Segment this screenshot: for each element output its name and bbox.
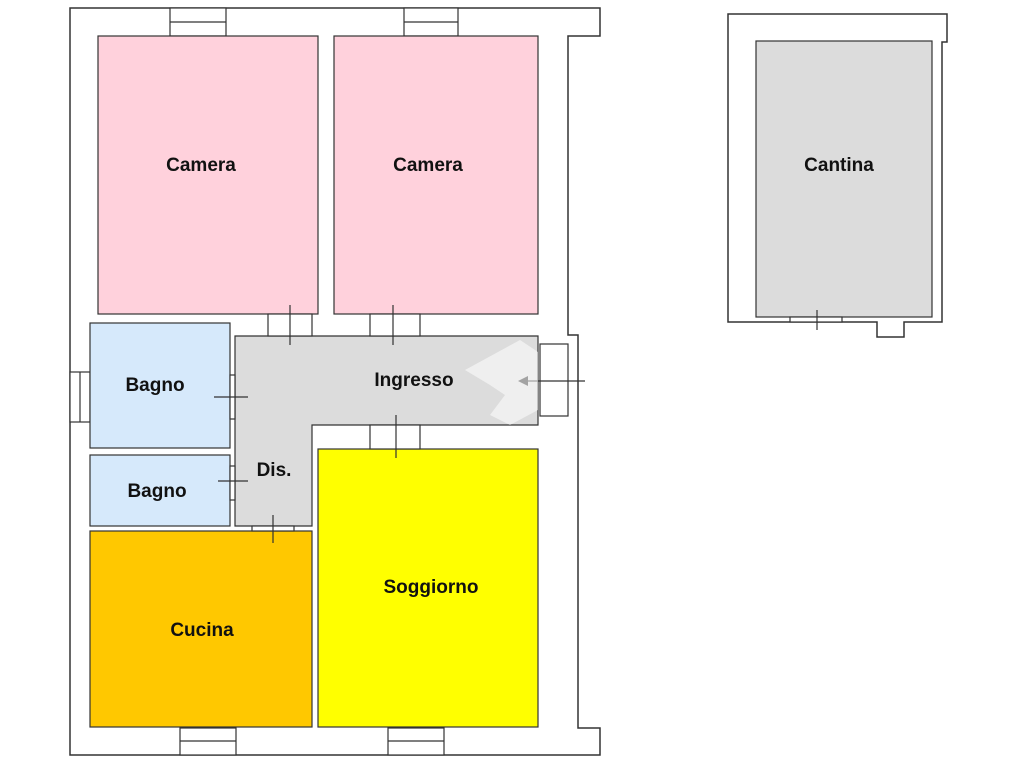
entrance-door	[539, 343, 569, 417]
door-bagno-bottom	[218, 465, 248, 501]
window-left	[69, 371, 91, 423]
label-bagno-bottom: Bagno	[127, 481, 186, 502]
label-dis: Dis.	[257, 460, 292, 481]
room-ingresso	[234, 335, 539, 527]
room-cantina	[755, 40, 933, 318]
room-camera-right	[333, 35, 539, 315]
window-bottom-right	[387, 727, 445, 756]
label-camera-right: Camera	[393, 155, 463, 176]
label-cantina: Cantina	[804, 155, 874, 176]
door-cantina	[789, 310, 843, 330]
room-bagno-top	[89, 322, 231, 449]
door-bagno-top	[214, 374, 248, 420]
window-top-left	[169, 7, 227, 37]
label-cucina: Cucina	[170, 620, 234, 641]
door-camera-left	[267, 305, 313, 345]
label-ingresso: Ingresso	[374, 370, 453, 391]
room-camera-left	[97, 35, 319, 315]
door-camera-right	[369, 305, 421, 345]
label-camera-left: Camera	[166, 155, 236, 176]
door-cucina	[251, 515, 295, 543]
window-top-right	[403, 7, 459, 37]
room-soggiorno	[317, 448, 539, 728]
window-bottom-left	[179, 727, 237, 756]
watermark-logo	[465, 340, 538, 425]
door-soggiorno	[369, 415, 421, 458]
room-cucina	[89, 530, 313, 728]
label-bagno-top: Bagno	[125, 375, 184, 396]
room-bagno-bottom	[89, 454, 231, 527]
label-soggiorno: Soggiorno	[384, 577, 479, 598]
